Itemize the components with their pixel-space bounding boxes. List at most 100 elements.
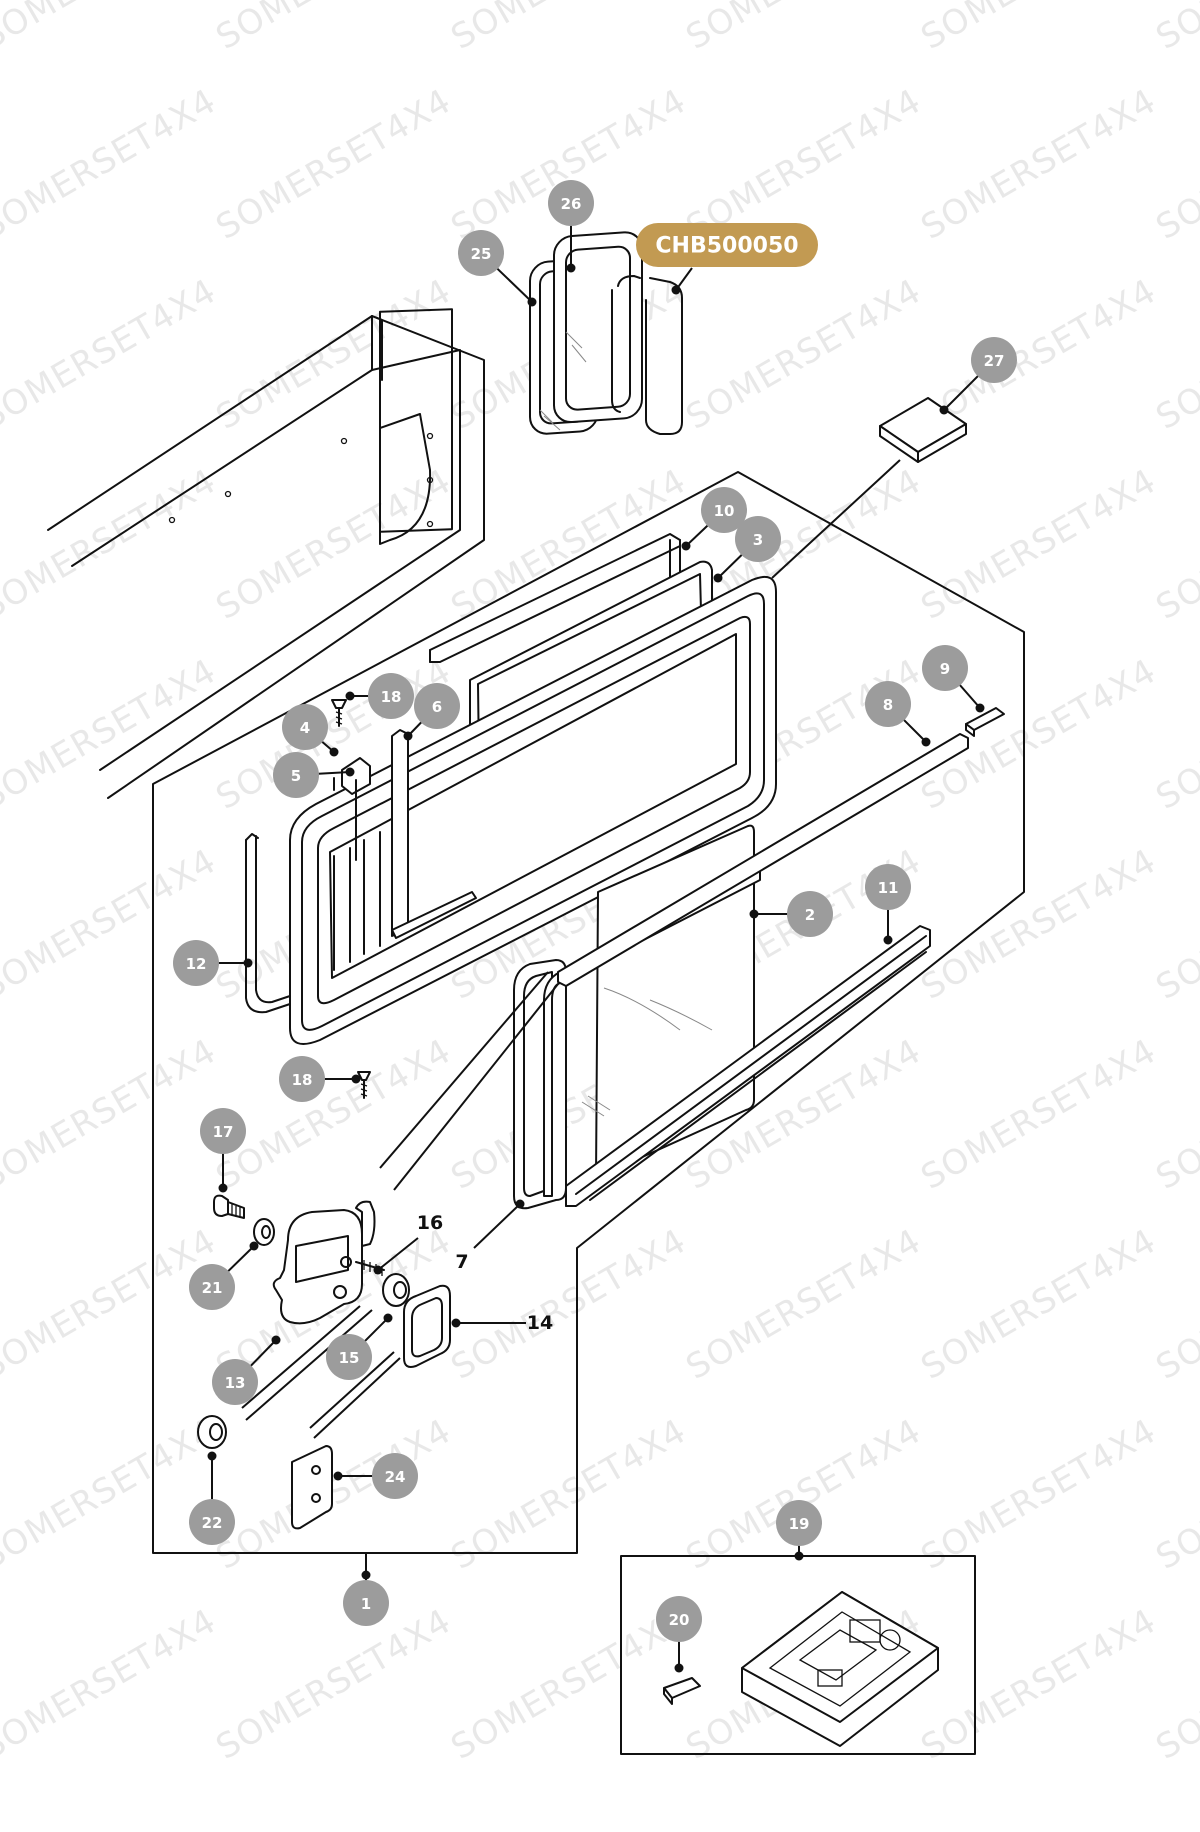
- callout-20[interactable]: 20: [656, 1596, 702, 1642]
- bottom-channel-11: [565, 925, 931, 1207]
- callout-circle: [656, 1596, 702, 1642]
- watermark-text: SOMERSET4X4: [0, 1601, 223, 1768]
- callout-13-anchor-dot: [271, 1335, 281, 1345]
- callout-5[interactable]: 5: [273, 752, 319, 798]
- callout-17[interactable]: 17: [200, 1108, 246, 1154]
- catch-plate-4-5: [333, 757, 371, 861]
- watermark-text: SOMERSET4X4: [680, 271, 929, 438]
- callout-number: 25: [471, 245, 492, 263]
- callout-13[interactable]: 13: [212, 1359, 258, 1405]
- callout-circle: [735, 516, 781, 562]
- callout-circle: [865, 864, 911, 910]
- part-number-badge[interactable]: CHB500050: [636, 223, 818, 267]
- screw-18-top: [331, 699, 347, 727]
- callout-24-anchor-dot: [333, 1471, 343, 1481]
- watermark-text: SOMERSET4X4: [0, 1221, 223, 1388]
- callout-number: 15: [339, 1349, 360, 1367]
- callout-24[interactable]: 24: [372, 1453, 418, 1499]
- callout-circle: [173, 940, 219, 986]
- callout-6[interactable]: 6: [414, 683, 460, 729]
- bolt-17: [213, 1194, 245, 1219]
- callout-circle: [189, 1499, 235, 1545]
- body-side-panel: [47, 308, 485, 799]
- callout-circle: [279, 1056, 325, 1102]
- callout-27[interactable]: 27: [971, 337, 1017, 383]
- watermark-text: SOMERSET4X4: [210, 0, 459, 58]
- label-14-anchor-dot: [451, 1318, 461, 1328]
- watermark-text: SOMERSET4X4: [0, 651, 223, 818]
- callout-8-anchor-dot: [921, 737, 931, 747]
- runner-channel-12: [245, 833, 291, 1014]
- bush-22: [197, 1415, 227, 1449]
- callout-19-anchor-dot: [794, 1551, 804, 1561]
- callout-circle: [414, 683, 460, 729]
- callout-3-anchor-dot: [713, 573, 723, 583]
- callout-number: 22: [202, 1514, 223, 1532]
- callout-12[interactable]: 12: [173, 940, 219, 986]
- callout-number: 2: [805, 906, 815, 924]
- callout-18-anchor-dot: [351, 1074, 361, 1084]
- part-label-14[interactable]: 14: [527, 1312, 553, 1334]
- seal-kit-clip: [663, 1677, 701, 1705]
- callout-9[interactable]: 9: [922, 645, 968, 691]
- callout-4[interactable]: 4: [282, 704, 328, 750]
- callout-circle: [458, 230, 504, 276]
- callout-26[interactable]: 26: [548, 180, 594, 226]
- catch-body-13: [272, 1200, 376, 1325]
- callout-1[interactable]: 1: [343, 1580, 389, 1626]
- callout-9-anchor-dot: [975, 703, 985, 713]
- callout-number: 1: [361, 1595, 371, 1613]
- callout-17-anchor-dot: [218, 1183, 228, 1193]
- part-label-7[interactable]: 7: [455, 1251, 468, 1273]
- callout-circle: [701, 487, 747, 533]
- callout-20-anchor-dot: [674, 1663, 684, 1673]
- label-7-leader: [473, 1203, 521, 1249]
- watermark-text: SOMERSET4X4: [445, 1601, 694, 1768]
- callout-circle: [343, 1580, 389, 1626]
- watermark-text: SOMERSET4X4: [0, 271, 223, 438]
- callout-18[interactable]: 18: [368, 673, 414, 719]
- callout-2[interactable]: 2: [787, 891, 833, 937]
- callout-25[interactable]: 25: [458, 230, 504, 276]
- callout-number: 8: [883, 696, 893, 714]
- callout-number: 6: [432, 698, 442, 716]
- callout-number: 17: [213, 1123, 234, 1141]
- callout-22[interactable]: 22: [189, 1499, 235, 1545]
- callout-18-anchor-dot: [345, 691, 355, 701]
- assembly-guides: [241, 459, 901, 1439]
- bush-15: [382, 1273, 410, 1307]
- badge-background: [636, 223, 818, 267]
- callout-number: 13: [225, 1374, 246, 1392]
- callout-10[interactable]: 10: [701, 487, 747, 533]
- watermark-text: SOMERSET4X4: [210, 1601, 459, 1768]
- callout-11[interactable]: 11: [865, 864, 911, 910]
- seal-kit-tray: [741, 1591, 939, 1747]
- callout-12-anchor-dot: [243, 958, 253, 968]
- callout-circle: [865, 681, 911, 727]
- callout-26-anchor-dot: [566, 263, 576, 273]
- callout-25-anchor-dot: [527, 297, 537, 307]
- callout-circle: [372, 1453, 418, 1499]
- badge-leader: [675, 267, 693, 291]
- top-rail-8: [557, 733, 969, 987]
- callout-8[interactable]: 8: [865, 681, 911, 727]
- part-label-16[interactable]: 16: [417, 1212, 443, 1234]
- callout-19[interactable]: 19: [776, 1500, 822, 1546]
- callout-circle: [787, 891, 833, 937]
- callout-6-anchor-dot: [403, 731, 413, 741]
- callout-15[interactable]: 15: [326, 1334, 372, 1380]
- callout-2-anchor-dot: [749, 909, 759, 919]
- callout-number: 18: [381, 688, 402, 706]
- label-16-leader: [377, 1237, 419, 1271]
- callout-circle: [212, 1359, 258, 1405]
- callout-number: 9: [940, 660, 950, 678]
- callout-3[interactable]: 3: [735, 516, 781, 562]
- watermark-text: SOMERSET4X4: [445, 0, 694, 58]
- callout-21[interactable]: 21: [189, 1264, 235, 1310]
- watermark-text: SOMERSET4X4: [210, 1031, 459, 1198]
- watermark-text: SOMERSET4X4: [915, 1411, 1164, 1578]
- screw-18-bottom: [357, 1071, 371, 1099]
- callout-18[interactable]: 18: [279, 1056, 325, 1102]
- seal-26: [553, 231, 643, 424]
- watermark-text: SOMERSET4X4: [210, 81, 459, 248]
